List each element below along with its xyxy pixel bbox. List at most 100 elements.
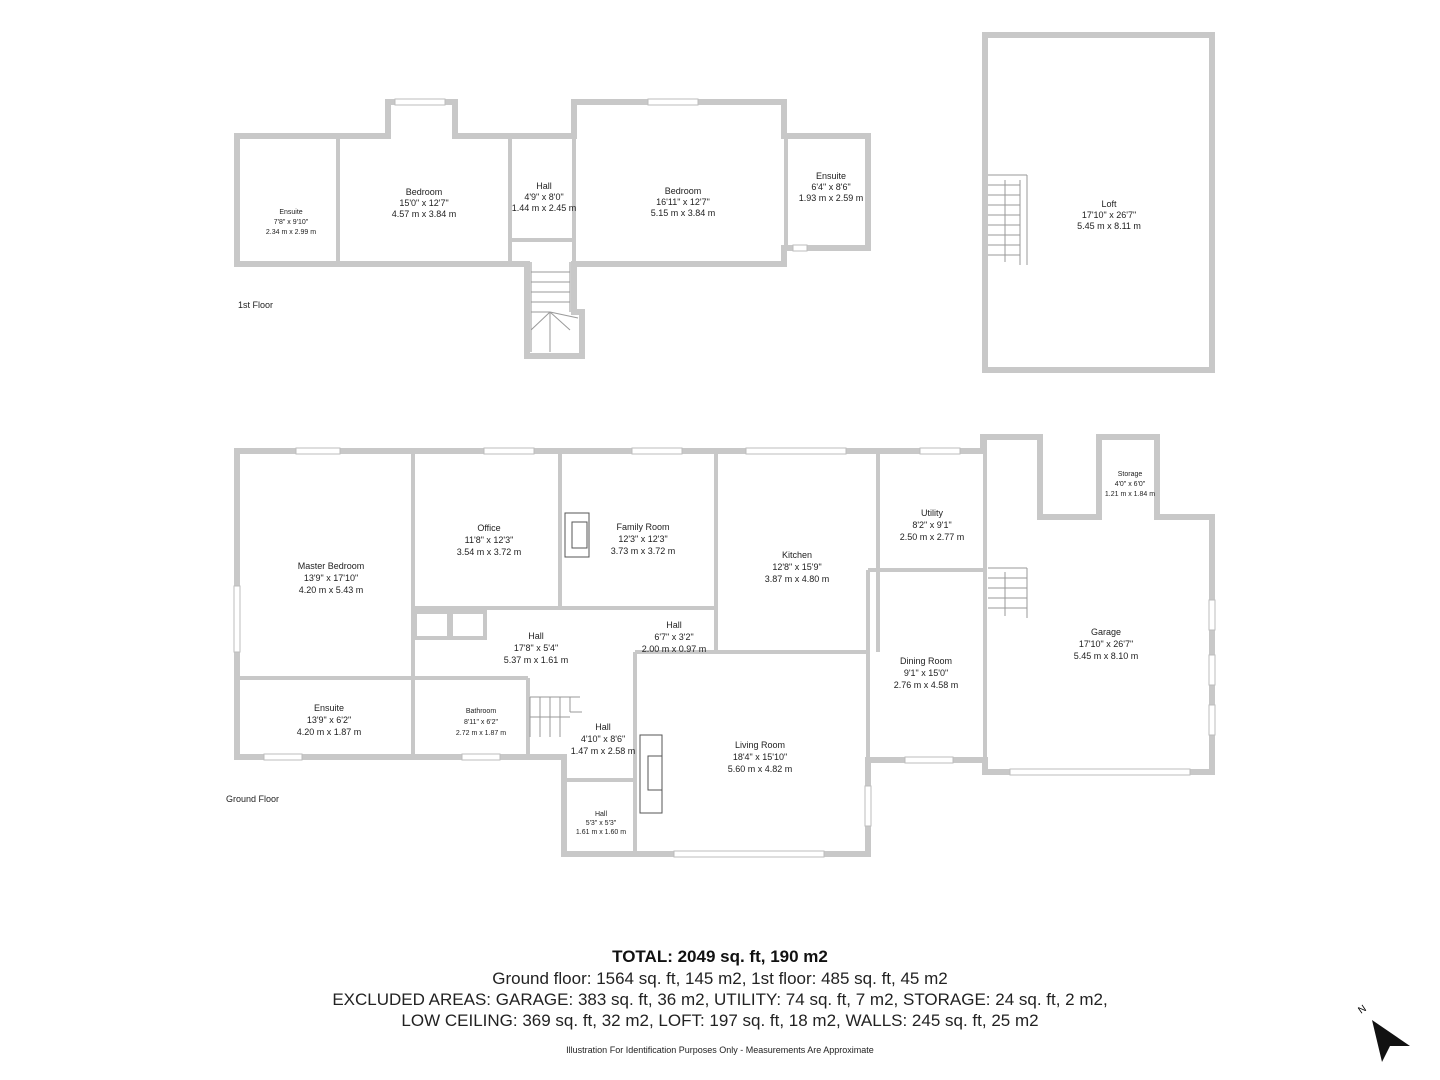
window xyxy=(647,98,699,106)
svg-text:5.45 m x 8.11 m: 5.45 m x 8.11 m xyxy=(1077,221,1141,231)
svg-text:12'3" x 12'3": 12'3" x 12'3" xyxy=(618,534,667,544)
svg-text:15'0" x 12'7": 15'0" x 12'7" xyxy=(399,198,448,208)
svg-text:9'1" x 15'0": 9'1" x 15'0" xyxy=(904,668,948,678)
staircase xyxy=(529,696,582,737)
svg-text:3.73 m x 3.72 m: 3.73 m x 3.72 m xyxy=(611,546,676,556)
first-floor-label: 1st Floor xyxy=(238,300,273,310)
window xyxy=(919,447,961,455)
floor-areas: Ground floor: 1564 sq. ft, 145 m2, 1st f… xyxy=(492,969,948,988)
window xyxy=(745,447,847,455)
north-arrow-icon: N xyxy=(1356,1003,1410,1062)
svg-text:8'2" x 9'1": 8'2" x 9'1" xyxy=(912,520,951,530)
svg-text:Garage: Garage xyxy=(1091,627,1121,637)
loft-outline xyxy=(982,32,1215,373)
svg-text:Hall: Hall xyxy=(595,811,608,818)
svg-text:17'10" x 26'7": 17'10" x 26'7" xyxy=(1082,210,1136,220)
svg-text:4.20 m x 1.87 m: 4.20 m x 1.87 m xyxy=(297,727,362,737)
room-office: Office 11'8" x 12'3" 3.54 m x 3.72 m xyxy=(457,523,522,557)
svg-text:13'9" x 17'10": 13'9" x 17'10" xyxy=(304,573,358,583)
svg-text:4'0" x 6'0": 4'0" x 6'0" xyxy=(1115,481,1146,488)
closet xyxy=(449,610,487,640)
window xyxy=(792,244,808,252)
svg-text:Hall: Hall xyxy=(666,620,682,630)
svg-text:1.21 m x 1.84 m: 1.21 m x 1.84 m xyxy=(1105,491,1155,498)
window xyxy=(461,753,501,761)
svg-text:4'9" x 8'0": 4'9" x 8'0" xyxy=(524,192,563,202)
svg-text:Ensuite: Ensuite xyxy=(314,703,344,713)
window xyxy=(1208,654,1216,686)
fireplace-icon xyxy=(564,512,590,558)
svg-text:3.87 m x 4.80 m: 3.87 m x 4.80 m xyxy=(765,574,830,584)
svg-text:1.47 m x 2.58 m: 1.47 m x 2.58 m xyxy=(571,746,636,756)
svg-text:Storage: Storage xyxy=(1118,471,1143,478)
svg-text:16'11" x 12'7": 16'11" x 12'7" xyxy=(656,197,710,207)
ground-floor-label: Ground Floor xyxy=(226,794,279,804)
svg-text:Ensuite: Ensuite xyxy=(279,209,302,216)
ground-floor-outline xyxy=(234,434,1215,857)
room-ensuite-2: Ensuite 6'4" x 8'6" 1.93 m x 2.59 m xyxy=(799,171,864,203)
svg-text:Living Room: Living Room xyxy=(735,740,785,750)
compass-label: N xyxy=(1356,1003,1368,1016)
window xyxy=(631,447,683,455)
svg-text:5.45 m x 8.10 m: 5.45 m x 8.10 m xyxy=(1074,651,1139,661)
svg-text:18'4" x 15'10": 18'4" x 15'10" xyxy=(733,752,787,762)
svg-text:Ensuite: Ensuite xyxy=(816,171,846,181)
excluded-areas-continued: LOW CEILING: 369 sq. ft, 32 m2, LOFT: 19… xyxy=(401,1011,1039,1030)
svg-text:4'10" x 8'6": 4'10" x 8'6" xyxy=(581,734,625,744)
svg-text:Office: Office xyxy=(477,523,500,533)
loft-staircase xyxy=(988,174,1028,265)
svg-text:Hall: Hall xyxy=(536,181,552,191)
svg-text:2.76 m x 4.58 m: 2.76 m x 4.58 m xyxy=(894,680,959,690)
staircase xyxy=(530,262,579,352)
svg-text:7'8" x 9'10": 7'8" x 9'10" xyxy=(274,219,309,226)
svg-text:Utility: Utility xyxy=(921,508,943,518)
room-family-room: Family Room 12'3" x 12'3" 3.73 m x 3.72 … xyxy=(611,522,676,556)
closet xyxy=(413,610,451,640)
room-ensuite-1: Ensuite 7'8" x 9'10" 2.34 m x 2.99 m xyxy=(266,209,316,236)
svg-text:2.50 m x 2.77 m: 2.50 m x 2.77 m xyxy=(900,532,965,542)
window xyxy=(864,785,872,827)
room-dining-room: Dining Room 9'1" x 15'0" 2.76 m x 4.58 m xyxy=(894,656,959,690)
svg-text:Family Room: Family Room xyxy=(616,522,669,532)
room-living-room: Living Room 18'4" x 15'10" 5.60 m x 4.82… xyxy=(728,740,793,774)
svg-text:Bedroom: Bedroom xyxy=(406,187,443,197)
room-storage: Storage 4'0" x 6'0" 1.21 m x 1.84 m xyxy=(1105,471,1155,498)
svg-text:5.60 m x 4.82 m: 5.60 m x 4.82 m xyxy=(728,764,793,774)
window xyxy=(1208,599,1216,631)
room-kitchen: Kitchen 12'8" x 15'9" 3.87 m x 4.80 m xyxy=(765,550,830,584)
svg-text:12'8" x 15'9": 12'8" x 15'9" xyxy=(772,562,821,572)
svg-text:1.61 m x 1.60 m: 1.61 m x 1.60 m xyxy=(576,829,626,836)
svg-text:11'8" x 12'3": 11'8" x 12'3" xyxy=(465,535,514,545)
svg-text:6'7" x 3'2": 6'7" x 3'2" xyxy=(654,632,693,642)
window xyxy=(673,850,825,858)
room-bedroom-2: Bedroom 16'11" x 12'7" 5.15 m x 3.84 m xyxy=(651,186,716,218)
svg-text:Kitchen: Kitchen xyxy=(782,550,812,560)
svg-text:1.44 m x 2.45 m: 1.44 m x 2.45 m xyxy=(512,203,577,213)
window xyxy=(394,98,446,106)
loft-plan xyxy=(982,32,1215,373)
window xyxy=(1208,704,1216,736)
room-loft: Loft 17'10" x 26'7" 5.45 m x 8.11 m xyxy=(1077,199,1141,231)
room-hall-entry: Hall 5'3" x 5'3" 1.61 m x 1.60 m xyxy=(576,811,626,836)
first-floor-outline xyxy=(234,99,871,359)
svg-text:5.37 m x 1.61 m: 5.37 m x 1.61 m xyxy=(504,655,569,665)
disclaimer: Illustration For Identification Purposes… xyxy=(566,1045,874,1055)
window xyxy=(233,585,241,653)
garage-staircase xyxy=(988,567,1028,618)
svg-text:17'10" x 26'7": 17'10" x 26'7" xyxy=(1079,639,1133,649)
excluded-areas: EXCLUDED AREAS: GARAGE: 383 sq. ft, 36 m… xyxy=(332,990,1108,1009)
window xyxy=(483,447,535,455)
svg-text:8'11" x 6'2": 8'11" x 6'2" xyxy=(464,719,498,726)
svg-text:2.34 m x 2.99 m: 2.34 m x 2.99 m xyxy=(266,229,316,236)
first-floor-plan xyxy=(234,98,871,359)
svg-text:Bedroom: Bedroom xyxy=(665,186,702,196)
svg-text:5'3" x 5'3": 5'3" x 5'3" xyxy=(586,820,617,827)
room-utility: Utility 8'2" x 9'1" 2.50 m x 2.77 m xyxy=(900,508,965,542)
room-hall-main: Hall 17'8" x 5'4" 5.37 m x 1.61 m xyxy=(504,631,569,665)
svg-text:4.57 m x 3.84 m: 4.57 m x 3.84 m xyxy=(392,209,457,219)
svg-text:Loft: Loft xyxy=(1101,199,1117,209)
room-hall-1: Hall 4'9" x 8'0" 1.44 m x 2.45 m xyxy=(512,181,577,213)
svg-text:4.20 m x 5.43 m: 4.20 m x 5.43 m xyxy=(299,585,364,595)
svg-text:1.93 m x 2.59 m: 1.93 m x 2.59 m xyxy=(799,193,864,203)
